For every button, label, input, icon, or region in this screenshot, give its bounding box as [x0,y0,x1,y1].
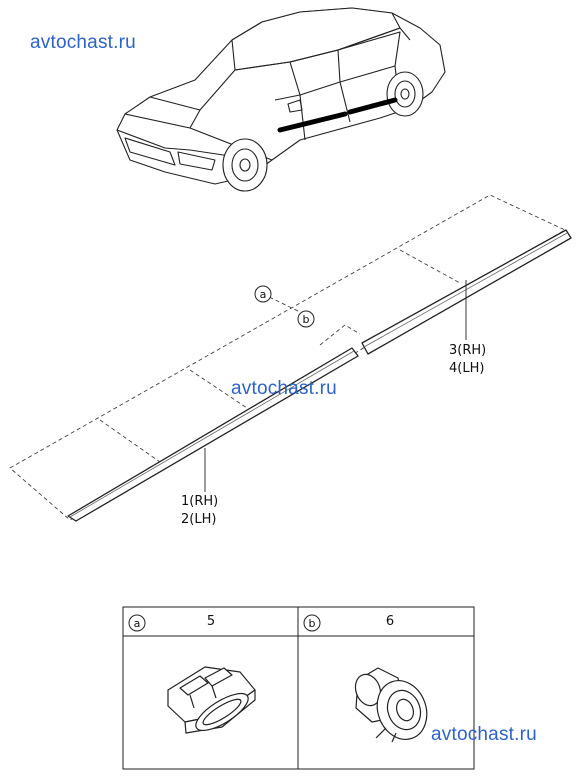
label-rear-lh: 4(LH) [449,361,484,376]
clip-part-5-drawing [167,666,256,734]
watermark-bottom: avtochast.ru [431,724,537,745]
legend-part-6: 6 [386,614,394,629]
car-illustration [116,7,446,192]
legend-cell-a: a 5 [128,614,215,632]
watermark-top: avtochast.ru [30,32,136,53]
legend-key-b: b [309,617,316,630]
grommet-part-6-drawing [354,667,428,743]
legend-key-a: a [134,617,141,630]
callout-a: a [254,285,272,303]
legend-cell-b: b 6 [303,614,394,632]
label-front-rh: 1(RH) [181,494,218,509]
callout-b: b [297,310,315,328]
rear-door-molding [361,229,572,355]
legend-part-5: 5 [207,614,215,629]
front-door-molding [67,347,359,522]
label-rear-rh: 3(RH) [449,343,486,358]
label-front-lh: 2(LH) [181,512,216,527]
door-outline-dashed [9,194,566,521]
callout-b-letter: b [303,313,310,326]
callout-a-letter: a [260,288,267,301]
watermark-middle: avtochast.ru [231,378,337,399]
legend-table [122,606,475,770]
